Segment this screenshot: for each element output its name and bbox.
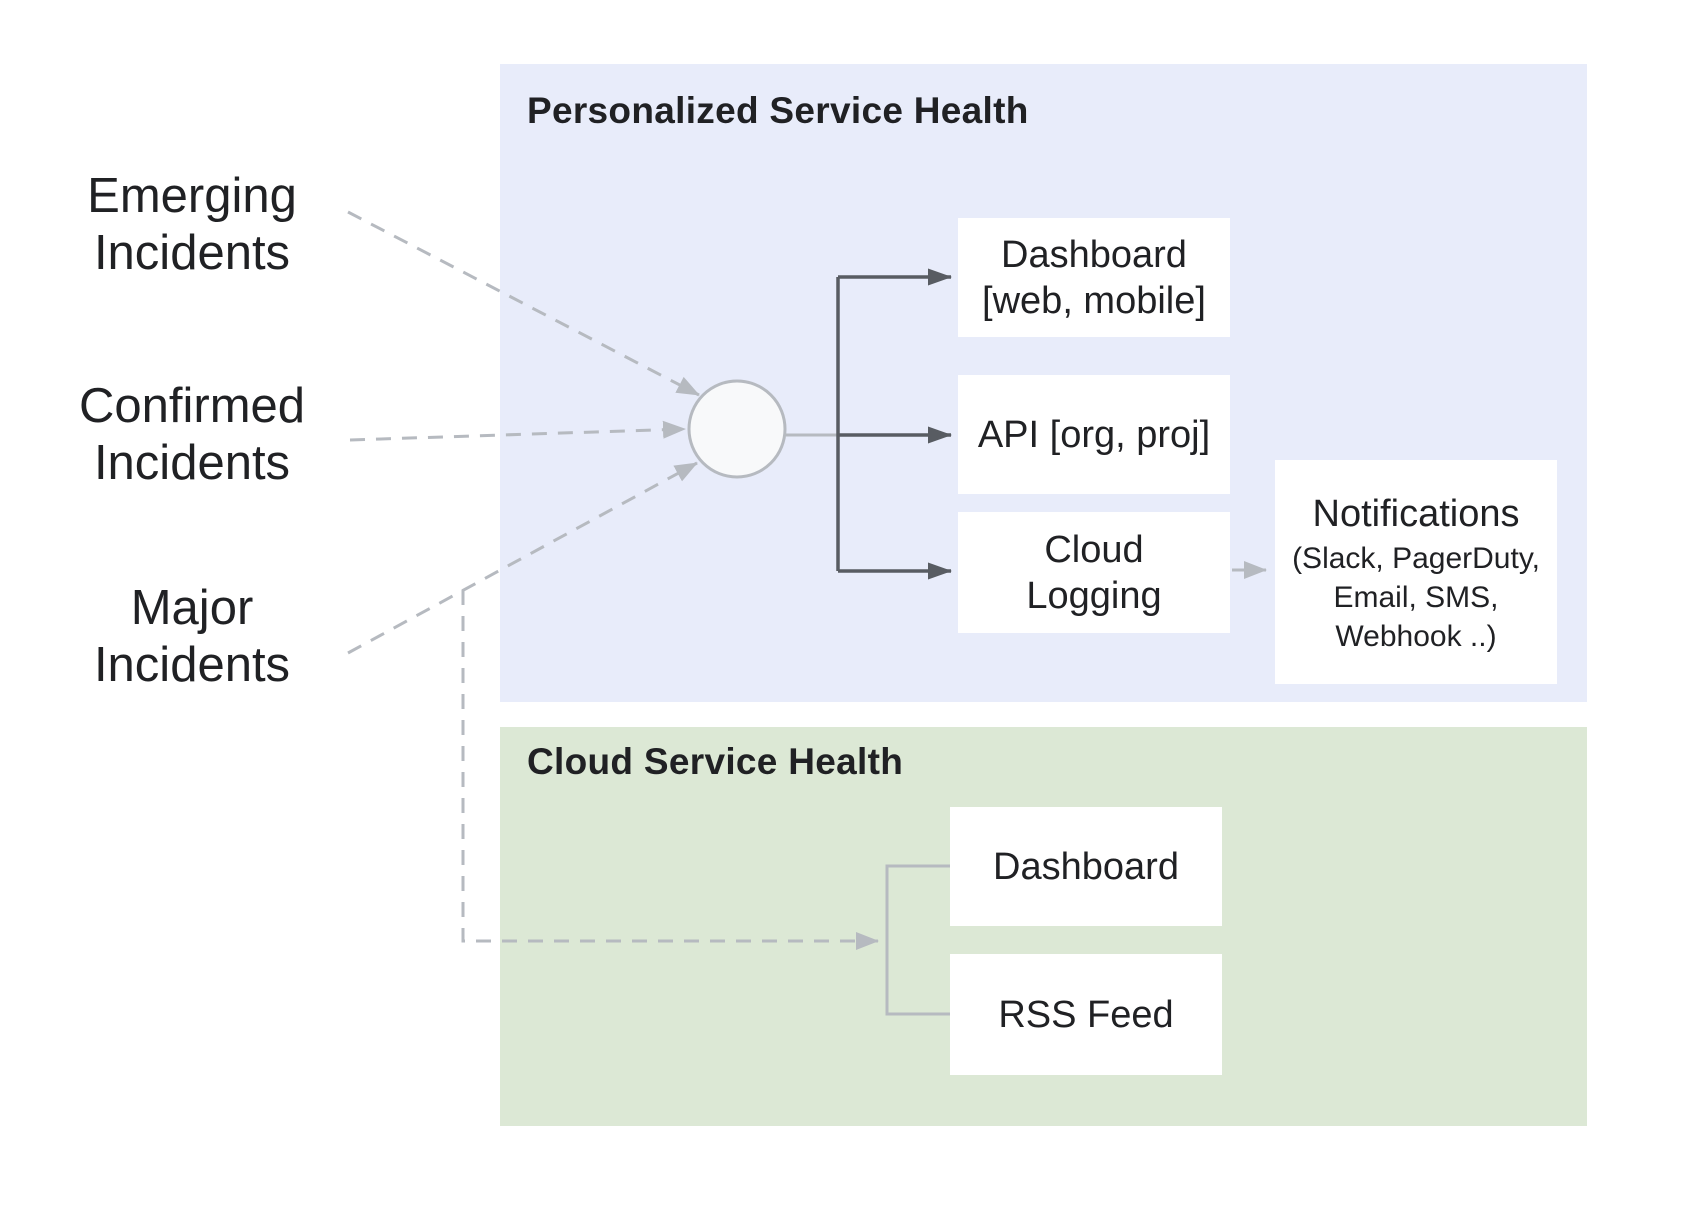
cloud-dashboard-node: Dashboard bbox=[950, 807, 1222, 926]
notifications-node-title: Notifications bbox=[1312, 492, 1520, 535]
cloud-logging-node: Cloud Logging bbox=[958, 512, 1230, 633]
notifications-node-channels: (Slack, PagerDuty, Email, SMS, Webhook .… bbox=[1292, 541, 1540, 653]
rss-feed-node: RSS Feed bbox=[950, 954, 1222, 1075]
confirmed-incidents-label: Confirmed Incidents bbox=[78, 379, 306, 490]
major-incidents-label: Major Incidents bbox=[93, 581, 291, 692]
notifications-node: Notifications (Slack, PagerDuty, Email, … bbox=[1275, 460, 1557, 684]
emerging-incidents-label: Emerging Incidents bbox=[87, 169, 297, 280]
api-org-proj-node: API [org, proj] bbox=[958, 375, 1230, 494]
dashboard-web-mobile-node: Dashboard [web, mobile] bbox=[958, 218, 1230, 337]
cloud-panel-title: Cloud Service Health bbox=[527, 741, 904, 782]
personalized-panel-title: Personalized Service Health bbox=[527, 90, 1029, 131]
